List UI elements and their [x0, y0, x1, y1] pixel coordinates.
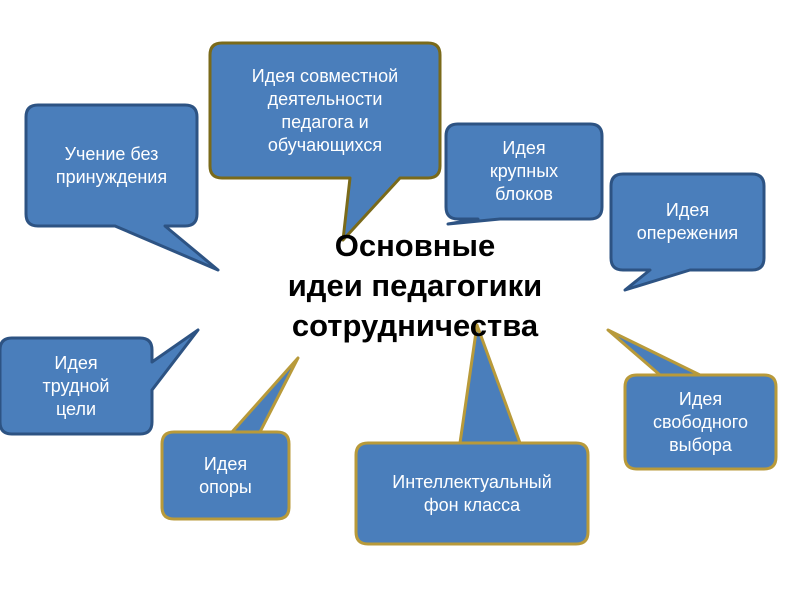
bubble-difficult-goal	[0, 328, 200, 436]
central-title: Основные идеи педагогики сотрудничества	[287, 228, 543, 343]
bubble-intellectual-background	[354, 323, 590, 546]
bubble-free-choice	[606, 328, 778, 471]
bubble-learning-without-coercion	[24, 103, 220, 272]
bubble-advance	[609, 172, 766, 292]
bubble-support	[160, 356, 300, 521]
bubble-large-blocks	[444, 122, 604, 226]
bubble-joint-activity	[208, 41, 442, 242]
